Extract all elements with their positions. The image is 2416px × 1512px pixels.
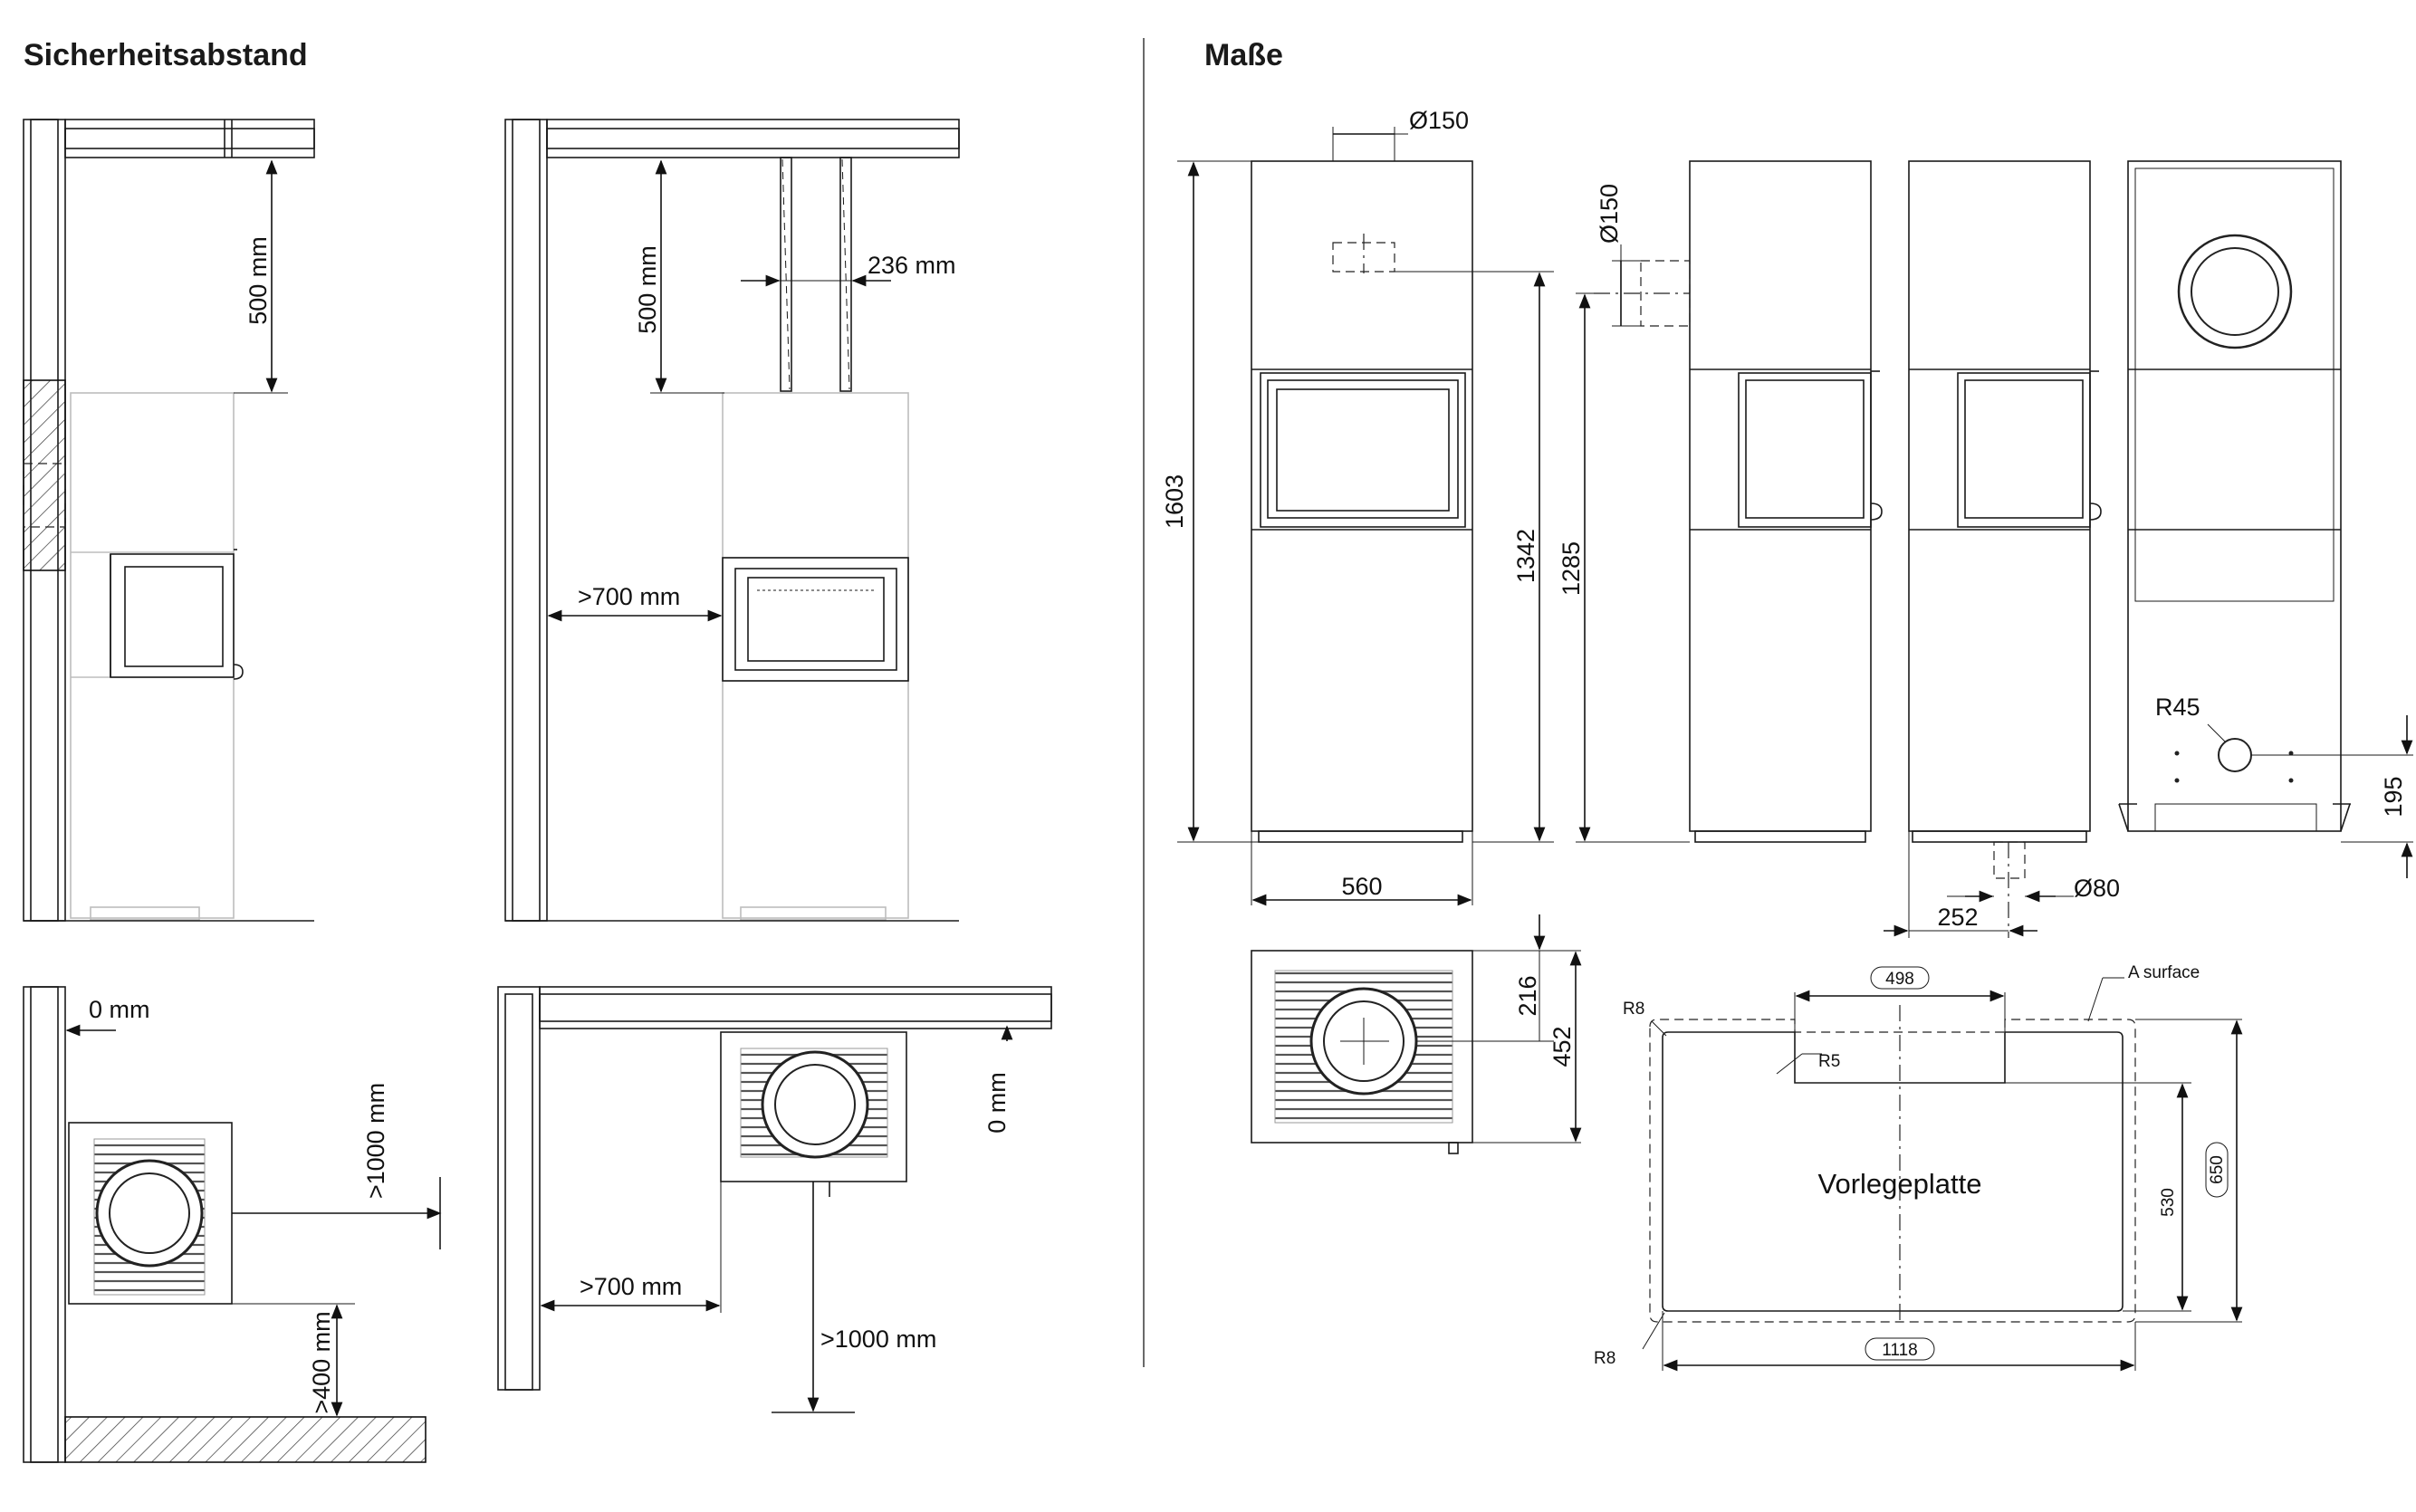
plate-total-depth: 650 [2208, 1155, 2227, 1184]
clearance-side-front: >700 mm [578, 583, 680, 610]
dimension-plan-view: 216 452 [1251, 914, 1582, 1154]
dim-air-inlet: Ø80 [2074, 875, 2120, 902]
plate-radius-notch: R5 [1818, 1052, 1840, 1071]
dim-width: 560 [1341, 873, 1382, 900]
hearth-plate-drawing: Vorlegeplatte 498 A surface R8 R5 R8 530… [1594, 963, 2243, 1372]
plate-title: Vorlegeplatte [1818, 1168, 1982, 1200]
dimension-rear-view: R45 195 [2118, 160, 2413, 878]
plate-surface-note: A surface [2128, 963, 2200, 982]
dim-radius: R45 [2155, 694, 2200, 721]
plan-view-wall: 0 mm >1000 mm >400 mm [23, 986, 442, 1463]
front-view-ceiling-flue: 500 mm 236 mm >700 mm [504, 119, 960, 922]
plate-total-width: 1118 [1882, 1341, 1917, 1360]
clearance-rear-plan: 0 mm [89, 996, 150, 1023]
dim-plan-axis: 216 [1514, 975, 1541, 1016]
plate-radius-bottom: R8 [1594, 1349, 1615, 1368]
dim-depth-offset: 252 [1937, 904, 1978, 931]
dim-plan-depth: 452 [1548, 1026, 1576, 1067]
plan-view-corner: 0 mm >700 mm >1000 mm [497, 986, 1052, 1413]
clearance-floor-side: >400 mm [308, 1311, 335, 1413]
heading-dimensions: Maße [1204, 38, 1283, 72]
clearance-front-plan-2: >1000 mm [820, 1325, 936, 1353]
clearance-front-plan-1: >1000 mm [362, 1083, 389, 1199]
dim-flue-axis-side: 1285 [1558, 541, 1585, 596]
clearance-ceiling-1: 500 mm [244, 236, 272, 325]
plate-inner-depth: 530 [2159, 1188, 2178, 1217]
wall-flue-passage [23, 379, 66, 571]
dim-inlet-height: 195 [2380, 776, 2407, 817]
floor-slab [64, 1416, 427, 1463]
plate-radius-top: R8 [1623, 1000, 1644, 1019]
plate-notch-width: 498 [1885, 970, 1914, 989]
clearance-flue-gap: 236 mm [868, 252, 956, 279]
clearance-ceiling-2: 500 mm [634, 245, 661, 334]
dim-total-height: 1603 [1161, 474, 1188, 529]
front-view-wall-flue: 500 mm [23, 119, 315, 922]
dim-flue-axis-top: 1342 [1512, 529, 1539, 583]
dim-flue-side: Ø150 [1596, 184, 1623, 244]
dimension-side-views: Ø150 1285 Ø80 252 [1558, 160, 2120, 938]
dimension-front-view: Ø150 1603 1342 560 [1161, 107, 1554, 906]
heading-safety-distance: Sicherheitsabstand [24, 38, 308, 72]
clearance-corner-rear: 0 mm [983, 1072, 1011, 1134]
clearance-corner-side: >700 mm [580, 1273, 682, 1300]
dim-flue-top: Ø150 [1409, 107, 1469, 134]
